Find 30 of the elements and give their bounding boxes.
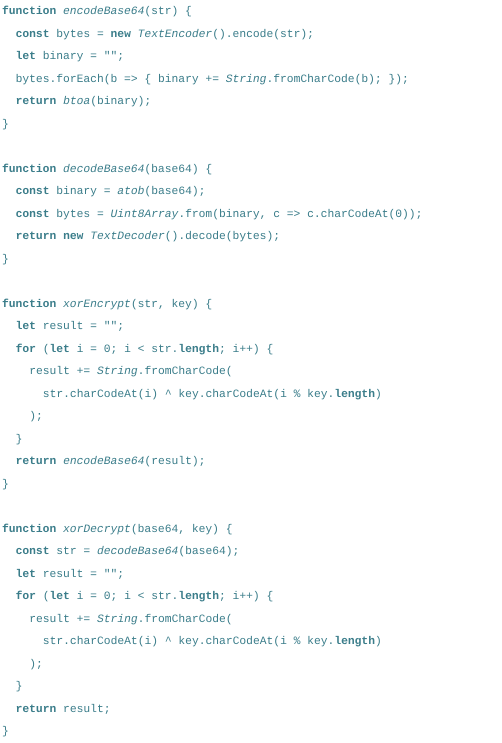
code-line: }: [2, 252, 9, 268]
code-line: result += String.fromCharCode(: [29, 364, 233, 380]
code-line: return encodeBase64(result);: [16, 454, 206, 470]
code-line: let result = "";: [16, 568, 124, 582]
code-line: }: [2, 724, 9, 740]
code-line: str.charCodeAt(i) ^ key.charCodeAt(i % key.length): [42, 634, 382, 650]
code-line: let binary = "";: [16, 50, 124, 65]
code-line: }: [16, 432, 22, 448]
code-line: }: [16, 680, 22, 695]
code-line: for (let i = 0; i < str.length; i++) {: [16, 590, 274, 605]
code-line: function decodeBase64(base64) {: [2, 162, 212, 178]
code-line: }: [2, 478, 9, 492]
code-line: );: [29, 410, 43, 425]
code-line: const binary = atob(base64);: [16, 184, 206, 200]
code-line: result += String.fromCharCode(: [29, 612, 233, 628]
code-line: return result;: [16, 702, 111, 718]
code-line: str.charCodeAt(i) ^ key.charCodeAt(i % key.length): [42, 388, 382, 402]
code-line: }: [2, 118, 9, 132]
code-line: const bytes = Uint8Array.from(binary, c => c.charCodeAt(0));: [16, 208, 422, 222]
code-line: function xorDecrypt(base64, key) {: [2, 522, 233, 538]
code-line: return btoa(binary);: [16, 94, 152, 110]
code-line: bytes.forEach(b => { binary += String.fromCharCode(b); });: [16, 72, 409, 88]
code-line: function xorEncrypt(str, key) {: [2, 298, 212, 312]
code-line: return new TextDecoder().decode(bytes);: [16, 230, 280, 245]
code-line: let result = "";: [16, 320, 124, 335]
code-line: const bytes = new TextEncoder().encode(str);: [16, 28, 314, 42]
code-line: for (let i = 0; i < str.length; i++) {: [16, 342, 274, 358]
code-line: );: [29, 658, 43, 672]
code-line: function encodeBase64(str) {: [2, 4, 192, 20]
code-line: const str = decodeBase64(base64);: [16, 544, 240, 560]
